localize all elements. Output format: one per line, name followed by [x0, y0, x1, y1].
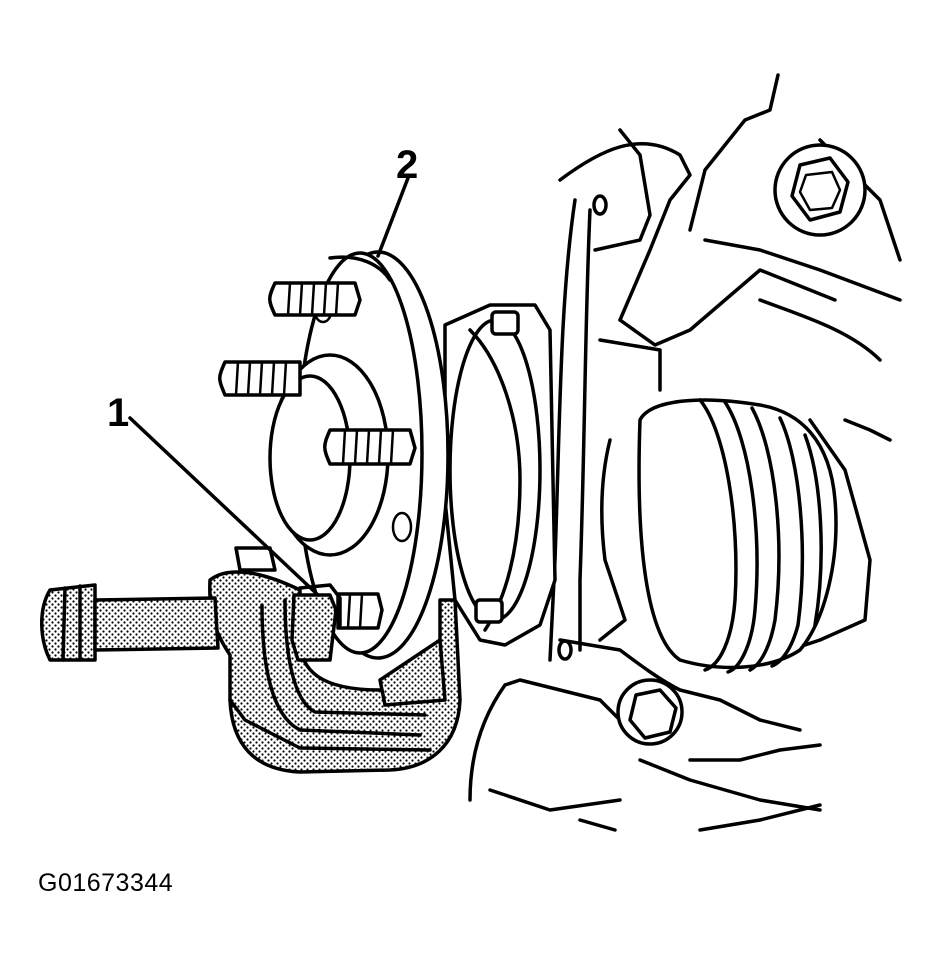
steering-knuckle [468, 73, 902, 832]
forcing-screw [40, 583, 342, 662]
callout-1-label: 1 [107, 391, 130, 435]
callout-2-label: 2 [396, 143, 419, 187]
wheel-studs [218, 281, 417, 630]
axle-boot [637, 398, 838, 674]
callout-2-leader [376, 176, 410, 258]
bearing-flange [443, 303, 557, 647]
wheel-hub [268, 250, 450, 660]
figure-id: G01673344 [38, 869, 174, 897]
callout-1-leader [128, 416, 320, 597]
puller-tool [208, 570, 462, 774]
upper-knuckle-bolt [773, 143, 867, 237]
lower-knuckle-bolt [616, 678, 684, 746]
